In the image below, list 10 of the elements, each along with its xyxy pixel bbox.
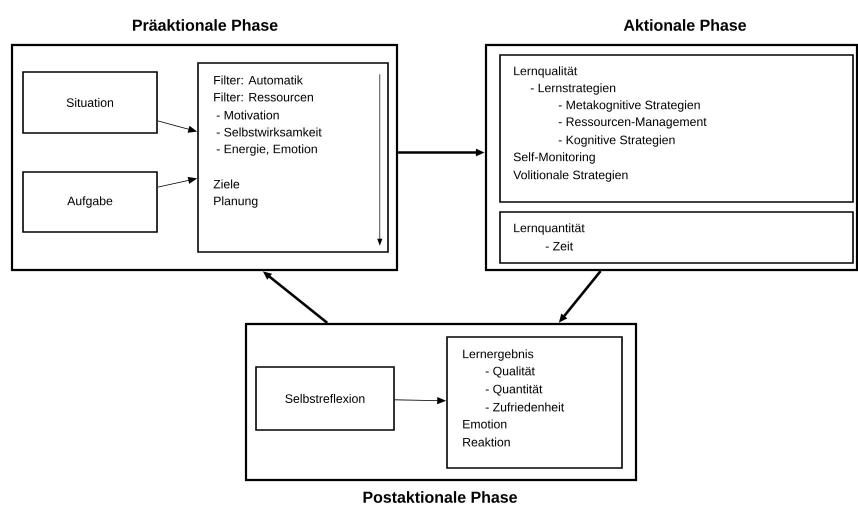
phase-heading: Aktionale Phase (624, 19, 746, 31)
process-box: Lernqualität - Lernstrategien - Metakognitive Strategien - Ressourcen-Management - Kognitive Strategien Self-Monitoring Volitionale Strategien (499, 54, 854, 203)
process-box: Selbstreflexion (255, 366, 395, 431)
process-box: Situation (22, 71, 158, 134)
phase-heading: Postaktionale Phase (364, 491, 517, 503)
process-box: Aufgabe (22, 171, 158, 233)
process-box: Filter: Automatik Filter: Ressourcen - Motivation - Selbstwirksamkeit - Energie, Emotion Ziele Planung (197, 62, 389, 253)
process-box: Lernergebnis - Qualität - Quantität - Zufriedenheit Emotion Reaktion (446, 336, 623, 469)
phase-heading: Präaktionale Phase (132, 19, 278, 31)
process-box: Lernquantität - Zeit (499, 211, 854, 264)
